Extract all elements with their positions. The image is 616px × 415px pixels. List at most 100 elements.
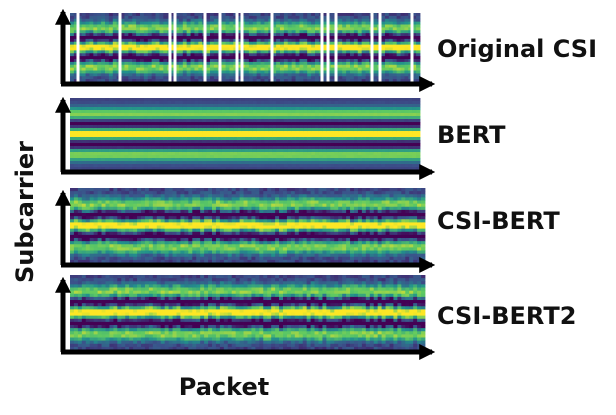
heatmap-cell	[252, 24, 258, 28]
heatmap-cell	[178, 47, 184, 51]
heatmap-cell	[295, 128, 300, 132]
heatmap-cell	[81, 21, 86, 25]
heatmap-cell	[151, 149, 156, 153]
heatmap-cell	[206, 33, 211, 37]
heatmap-cell	[315, 128, 320, 132]
heatmap-cell	[101, 155, 106, 159]
heatmap-cell	[124, 164, 129, 168]
heatmap-cell	[268, 131, 273, 135]
heatmap-cell	[408, 24, 413, 28]
heatmap-cell	[140, 110, 145, 114]
heatmap-cell	[248, 122, 254, 126]
heatmap-cell	[256, 33, 261, 37]
heatmap-cell	[140, 61, 145, 66]
heatmap-cell	[85, 200, 91, 205]
heatmap-cell	[280, 131, 285, 135]
heatmap-cell	[163, 122, 168, 126]
heatmap-cell	[163, 15, 168, 20]
heatmap-cell	[108, 27, 114, 31]
heatmap-cell	[81, 161, 86, 165]
heatmap-cell	[194, 30, 199, 34]
heatmap-cell	[194, 158, 199, 162]
heatmap-cell	[408, 13, 413, 17]
heatmap-cell	[210, 33, 215, 37]
heatmap-cell	[124, 76, 129, 80]
heatmap-cell	[113, 216, 118, 220]
heatmap-cell	[342, 36, 347, 40]
heatmap-cell	[280, 161, 285, 165]
heatmap-cell	[108, 98, 114, 102]
heatmap-cell	[408, 76, 413, 80]
heatmap-cell	[373, 56, 378, 60]
heatmap-cell	[291, 47, 296, 51]
heatmap-cell	[346, 119, 351, 123]
heatmap-cell	[144, 203, 150, 208]
heatmap-cell	[252, 15, 258, 20]
heatmap-cell	[171, 119, 176, 123]
heatmap-cell	[334, 143, 339, 147]
heatmap-cell	[353, 146, 359, 150]
heatmap-cell	[229, 104, 234, 108]
heatmap-cell	[373, 73, 378, 77]
heatmap-cell	[416, 155, 421, 159]
heatmap-cell	[132, 79, 137, 83]
heatmap-cell	[81, 119, 86, 123]
heatmap-cell	[186, 21, 191, 25]
heatmap-cell	[132, 67, 137, 71]
heatmap-cell	[299, 70, 304, 74]
heatmap-cell	[322, 61, 328, 66]
heatmap-cell	[256, 140, 261, 144]
heatmap-cell	[113, 197, 118, 201]
heatmap-cell	[381, 70, 386, 74]
heatmap-cell	[256, 167, 261, 171]
heatmap-cell	[342, 70, 347, 74]
heatmap-cell	[147, 116, 153, 120]
heatmap-cell	[396, 161, 401, 165]
heatmap-cell	[276, 21, 281, 25]
heatmap-cell	[408, 70, 413, 74]
heatmap-cell	[128, 50, 133, 54]
heatmap-cell	[377, 143, 382, 147]
heatmap-cell	[241, 128, 246, 132]
heatmap-cell	[338, 47, 343, 51]
heatmap-cell	[353, 76, 359, 80]
heatmap-cell	[408, 122, 413, 126]
heatmap-cell	[330, 149, 335, 153]
heatmap-cell	[163, 24, 168, 28]
heatmap-cell	[85, 50, 90, 54]
heatmap-cell	[186, 38, 191, 43]
heatmap-cell	[148, 250, 154, 255]
heatmap-cell	[85, 241, 91, 245]
heatmap-cell	[229, 59, 234, 63]
heatmap-cell	[93, 213, 99, 217]
heatmap-cell	[373, 33, 378, 37]
heatmap-cell	[307, 143, 312, 147]
heatmap-cell	[194, 152, 199, 156]
heatmap-cell	[264, 67, 269, 71]
heatmap-cell	[412, 30, 417, 34]
heatmap-cell	[198, 152, 203, 156]
heatmap-cell	[388, 41, 394, 46]
heatmap-cell	[81, 256, 87, 261]
heatmap-cell	[322, 140, 328, 144]
heatmap-cell	[81, 131, 86, 135]
heatmap-cell	[280, 143, 285, 147]
heatmap-cell	[248, 101, 254, 105]
heatmap-cell	[77, 152, 83, 156]
heatmap-cell	[144, 250, 150, 255]
heatmap-cell	[338, 122, 343, 126]
heatmap-cell	[206, 149, 211, 153]
heatmap-cell	[206, 131, 211, 135]
heatmap-cell	[256, 146, 261, 150]
heatmap-cell	[233, 61, 238, 66]
heatmap-cell	[342, 50, 347, 54]
heatmap-cell	[171, 56, 176, 60]
heatmap-cell	[70, 50, 75, 54]
heatmap-cell	[93, 146, 98, 150]
heatmap-cell	[112, 18, 118, 23]
heatmap-cell	[132, 18, 137, 23]
heatmap-cell	[190, 98, 195, 102]
heatmap-cell	[213, 137, 219, 141]
heatmap-cell	[182, 131, 188, 135]
heatmap-cell	[210, 110, 215, 114]
